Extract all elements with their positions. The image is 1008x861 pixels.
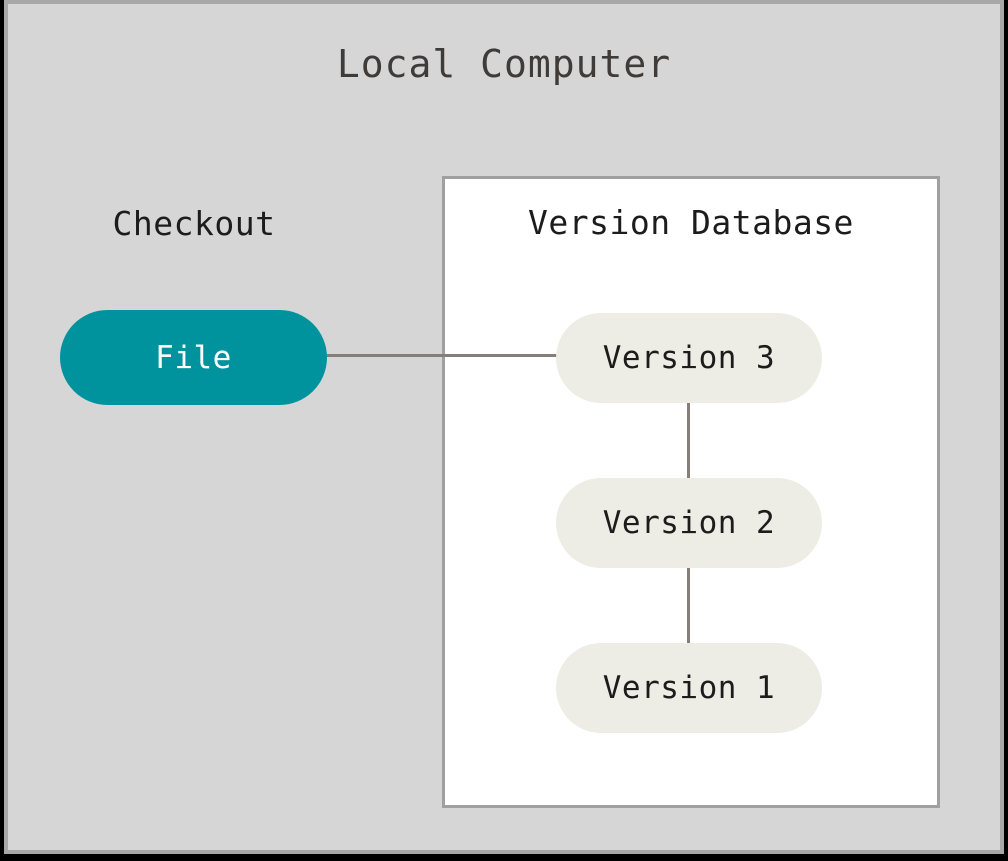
diagram-title: Local Computer [0, 42, 1008, 86]
node-version-2[interactable]: Version 2 [556, 478, 822, 568]
edge-file-to-version3 [327, 354, 558, 357]
node-file[interactable]: File [60, 310, 327, 405]
edge-version3-to-version2 [687, 403, 690, 479]
version-database-title: Version Database [442, 203, 940, 242]
checkout-label: Checkout [60, 204, 328, 243]
edge-version2-to-version1 [687, 568, 690, 644]
node-version-3[interactable]: Version 3 [556, 313, 822, 403]
node-version-1[interactable]: Version 1 [556, 643, 822, 733]
